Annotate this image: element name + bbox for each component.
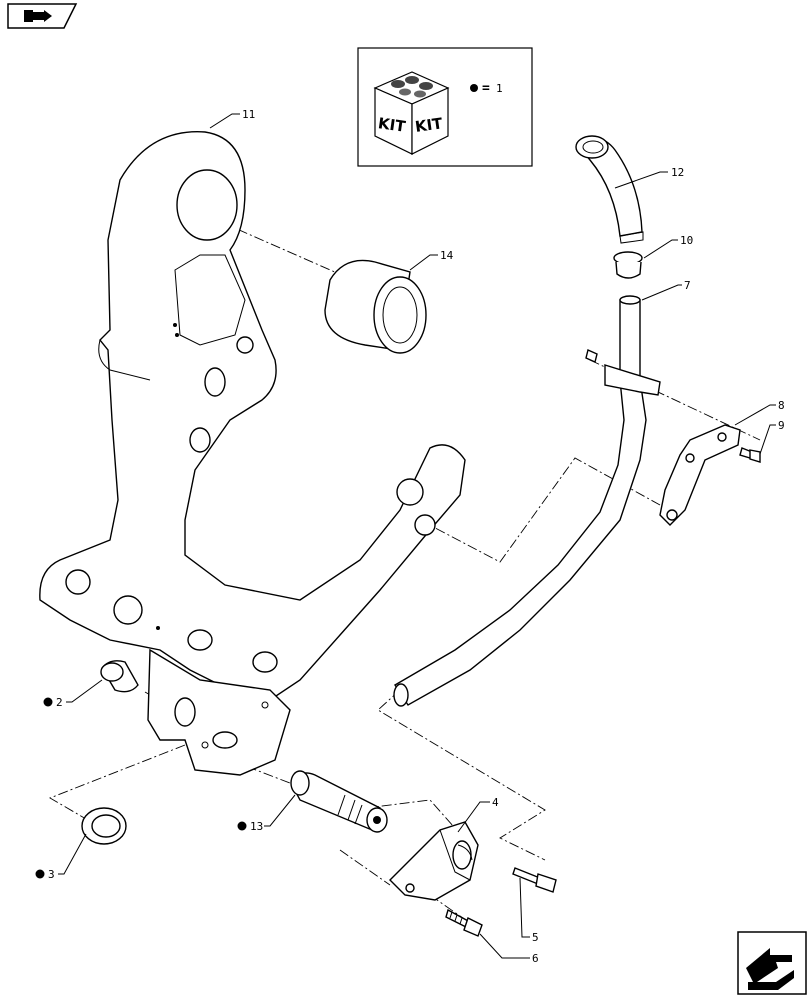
callout-2-bullet-icon xyxy=(43,697,53,707)
part-5-bolt xyxy=(512,867,557,893)
callout-5: 5 xyxy=(532,931,539,944)
callout-3-bullet-icon xyxy=(35,869,45,879)
part-6-bolt xyxy=(445,908,483,937)
callout-2: 2 xyxy=(56,696,63,709)
kit-bullet-icon xyxy=(470,84,478,92)
part-4-housing xyxy=(389,821,479,901)
part-10-grommet xyxy=(613,251,643,279)
callout-11: 11 xyxy=(242,108,255,121)
kit-equals-sign: = xyxy=(482,81,490,96)
callouts: 11 14 12 10 7 8 9 2 3 13 4 5 6 xyxy=(35,108,785,965)
callout-10: 10 xyxy=(680,234,693,247)
part-12-curved-pipe xyxy=(575,135,644,244)
part-2-bushing xyxy=(100,660,139,693)
callout-13-bullet-icon xyxy=(237,821,247,831)
kit-box-icon: KIT KIT xyxy=(373,71,450,155)
callout-3: 3 xyxy=(48,868,55,881)
callout-7: 7 xyxy=(684,279,691,292)
page-back-icon[interactable] xyxy=(7,3,78,29)
callout-13: 13 xyxy=(250,820,263,833)
callout-8: 8 xyxy=(778,399,785,412)
callout-12: 12 xyxy=(671,166,684,179)
part-14-bushing xyxy=(324,259,427,354)
page-forward-icon[interactable] xyxy=(737,931,807,995)
kit-legend-value: 1 xyxy=(496,82,503,95)
part-9-bolt xyxy=(739,447,761,463)
callout-6: 6 xyxy=(532,952,539,965)
part-3-bushing xyxy=(81,807,127,845)
leader-lines xyxy=(58,113,776,959)
part-13-pin xyxy=(290,770,388,833)
kit-label-left: KIT xyxy=(377,114,407,136)
part-7-pipe xyxy=(393,295,661,707)
kit-legend-box: KIT KIT = 1 xyxy=(357,47,533,167)
kit-label-right: KIT xyxy=(414,114,444,136)
part-11-frame xyxy=(39,131,466,776)
callout-14: 14 xyxy=(440,249,454,262)
part-8-bracket xyxy=(659,424,741,526)
callout-4: 4 xyxy=(492,796,499,809)
callout-9: 9 xyxy=(778,419,785,432)
